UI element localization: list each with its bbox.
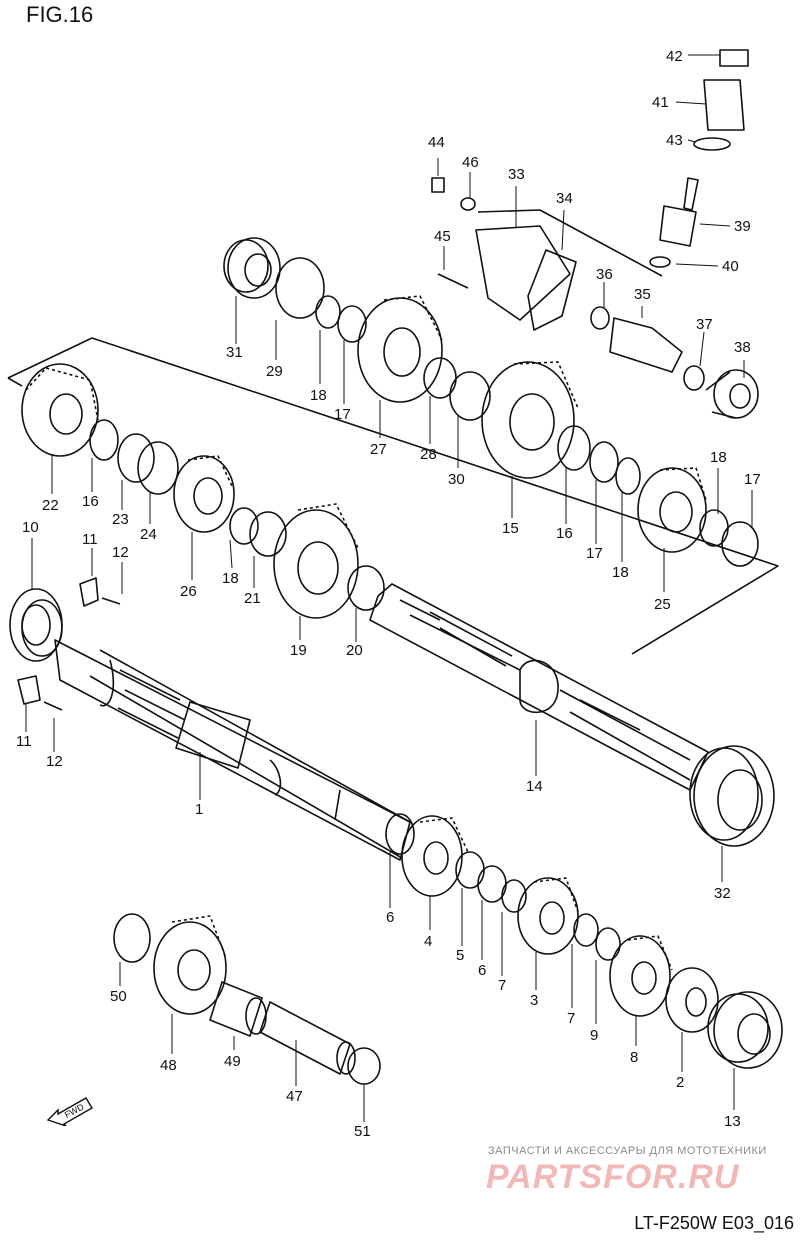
callout-37: 37 xyxy=(696,316,713,333)
group-outline xyxy=(7,337,779,655)
forward-arrow-icon: FWD xyxy=(46,1090,96,1131)
callout-labels: 42 41 43 44 46 33 34 39 45 40 36 35 37 3… xyxy=(16,48,761,1140)
callout-19: 19 xyxy=(290,642,307,659)
callout-34: 34 xyxy=(556,190,573,207)
callout-21: 21 xyxy=(244,590,261,607)
callout-20: 20 xyxy=(346,642,363,659)
callout-40: 40 xyxy=(722,258,739,275)
leader-lines xyxy=(25,54,753,1122)
gear-27 xyxy=(357,295,443,403)
callout-16b: 16 xyxy=(556,525,573,542)
callout-22: 22 xyxy=(42,497,59,514)
callout-24: 24 xyxy=(140,526,157,543)
callout-11a: 11 xyxy=(82,531,98,548)
callout-3: 3 xyxy=(530,992,538,1009)
callout-5: 5 xyxy=(456,947,464,964)
callout-18b: 18 xyxy=(612,564,629,581)
bearing-32 xyxy=(689,745,775,847)
watermark-subtitle: ЗАПЧАСТИ И АКСЕССУАРЫ ДЛЯ МОТОТЕХНИКИ xyxy=(488,1145,767,1157)
callout-17c: 17 xyxy=(744,471,761,488)
drawing-code: LT-F250W E03_016 xyxy=(634,1213,794,1233)
callout-6a: 6 xyxy=(386,909,394,926)
watermark-logo: PARTSFOR.RU xyxy=(486,1158,740,1196)
gear-22 xyxy=(21,363,99,457)
gear-19 xyxy=(273,503,359,619)
callout-31: 31 xyxy=(226,344,243,361)
callout-50: 50 xyxy=(110,988,127,1005)
callout-30: 30 xyxy=(448,471,465,488)
callout-9: 9 xyxy=(590,1027,598,1044)
callout-10: 10 xyxy=(22,519,39,536)
gear-3 xyxy=(517,877,579,955)
bearing-38 xyxy=(705,369,759,419)
callout-18a: 18 xyxy=(310,387,327,404)
callout-48: 48 xyxy=(160,1057,177,1074)
bearing-13 xyxy=(707,991,783,1069)
callout-13: 13 xyxy=(724,1113,741,1130)
gear-26 xyxy=(173,455,235,533)
callout-23: 23 xyxy=(112,511,129,528)
bearing-31 xyxy=(223,237,281,299)
callout-14: 14 xyxy=(526,778,543,795)
callout-16a: 16 xyxy=(82,493,99,510)
callout-11b: 11 xyxy=(16,733,32,750)
callout-35: 35 xyxy=(634,286,651,303)
callout-18c: 18 xyxy=(710,449,727,466)
callout-38: 38 xyxy=(734,339,751,356)
callout-7a: 7 xyxy=(498,977,506,994)
washers-and-circlips xyxy=(89,257,759,1085)
callout-1: 1 xyxy=(195,801,203,818)
main-shaft-1 xyxy=(54,639,411,861)
callout-12a: 12 xyxy=(112,544,129,561)
callout-29: 29 xyxy=(266,363,283,380)
callout-42: 42 xyxy=(666,48,683,65)
callout-12b: 12 xyxy=(46,753,63,770)
callout-36: 36 xyxy=(596,266,613,283)
gear-2 xyxy=(665,967,719,1033)
callout-51: 51 xyxy=(354,1123,371,1140)
callout-46: 46 xyxy=(462,154,479,171)
figure-title: FIG.16 xyxy=(26,2,94,27)
callout-27: 27 xyxy=(370,441,387,458)
callout-6b: 6 xyxy=(478,962,486,979)
callout-17b: 17 xyxy=(586,545,603,562)
callout-17a: 17 xyxy=(334,406,351,423)
callout-28: 28 xyxy=(420,446,437,463)
callout-7b: 7 xyxy=(567,1010,575,1027)
gear-48 xyxy=(153,915,227,1015)
spacer-47 xyxy=(259,1001,356,1075)
callout-45: 45 xyxy=(434,228,451,245)
speedometer-parts xyxy=(431,49,749,391)
callout-18d: 18 xyxy=(222,570,239,587)
callout-32: 32 xyxy=(714,885,731,902)
spacer-49 xyxy=(209,981,267,1037)
callout-47: 47 xyxy=(286,1088,303,1105)
callout-39: 39 xyxy=(734,218,751,235)
callout-25: 25 xyxy=(654,596,671,613)
gear-25 xyxy=(637,467,707,553)
callout-33: 33 xyxy=(508,166,525,183)
callout-41: 41 xyxy=(652,94,669,111)
callout-8: 8 xyxy=(630,1049,638,1066)
gear-4 xyxy=(401,815,469,897)
callout-44: 44 xyxy=(428,134,445,151)
group-outline-left xyxy=(7,377,23,387)
callout-49: 49 xyxy=(224,1053,241,1070)
gear-15 xyxy=(481,361,579,479)
callout-26: 26 xyxy=(180,583,197,600)
gear-8 xyxy=(609,935,673,1017)
callout-2: 2 xyxy=(676,1074,684,1091)
speedometer-group-outline xyxy=(477,209,663,277)
retainers-and-bolts xyxy=(17,577,121,711)
callout-15: 15 xyxy=(502,520,519,537)
callout-43: 43 xyxy=(666,132,683,149)
counter-shaft-14 xyxy=(369,583,709,791)
callout-4: 4 xyxy=(424,933,432,950)
bearing-10 xyxy=(9,588,63,662)
